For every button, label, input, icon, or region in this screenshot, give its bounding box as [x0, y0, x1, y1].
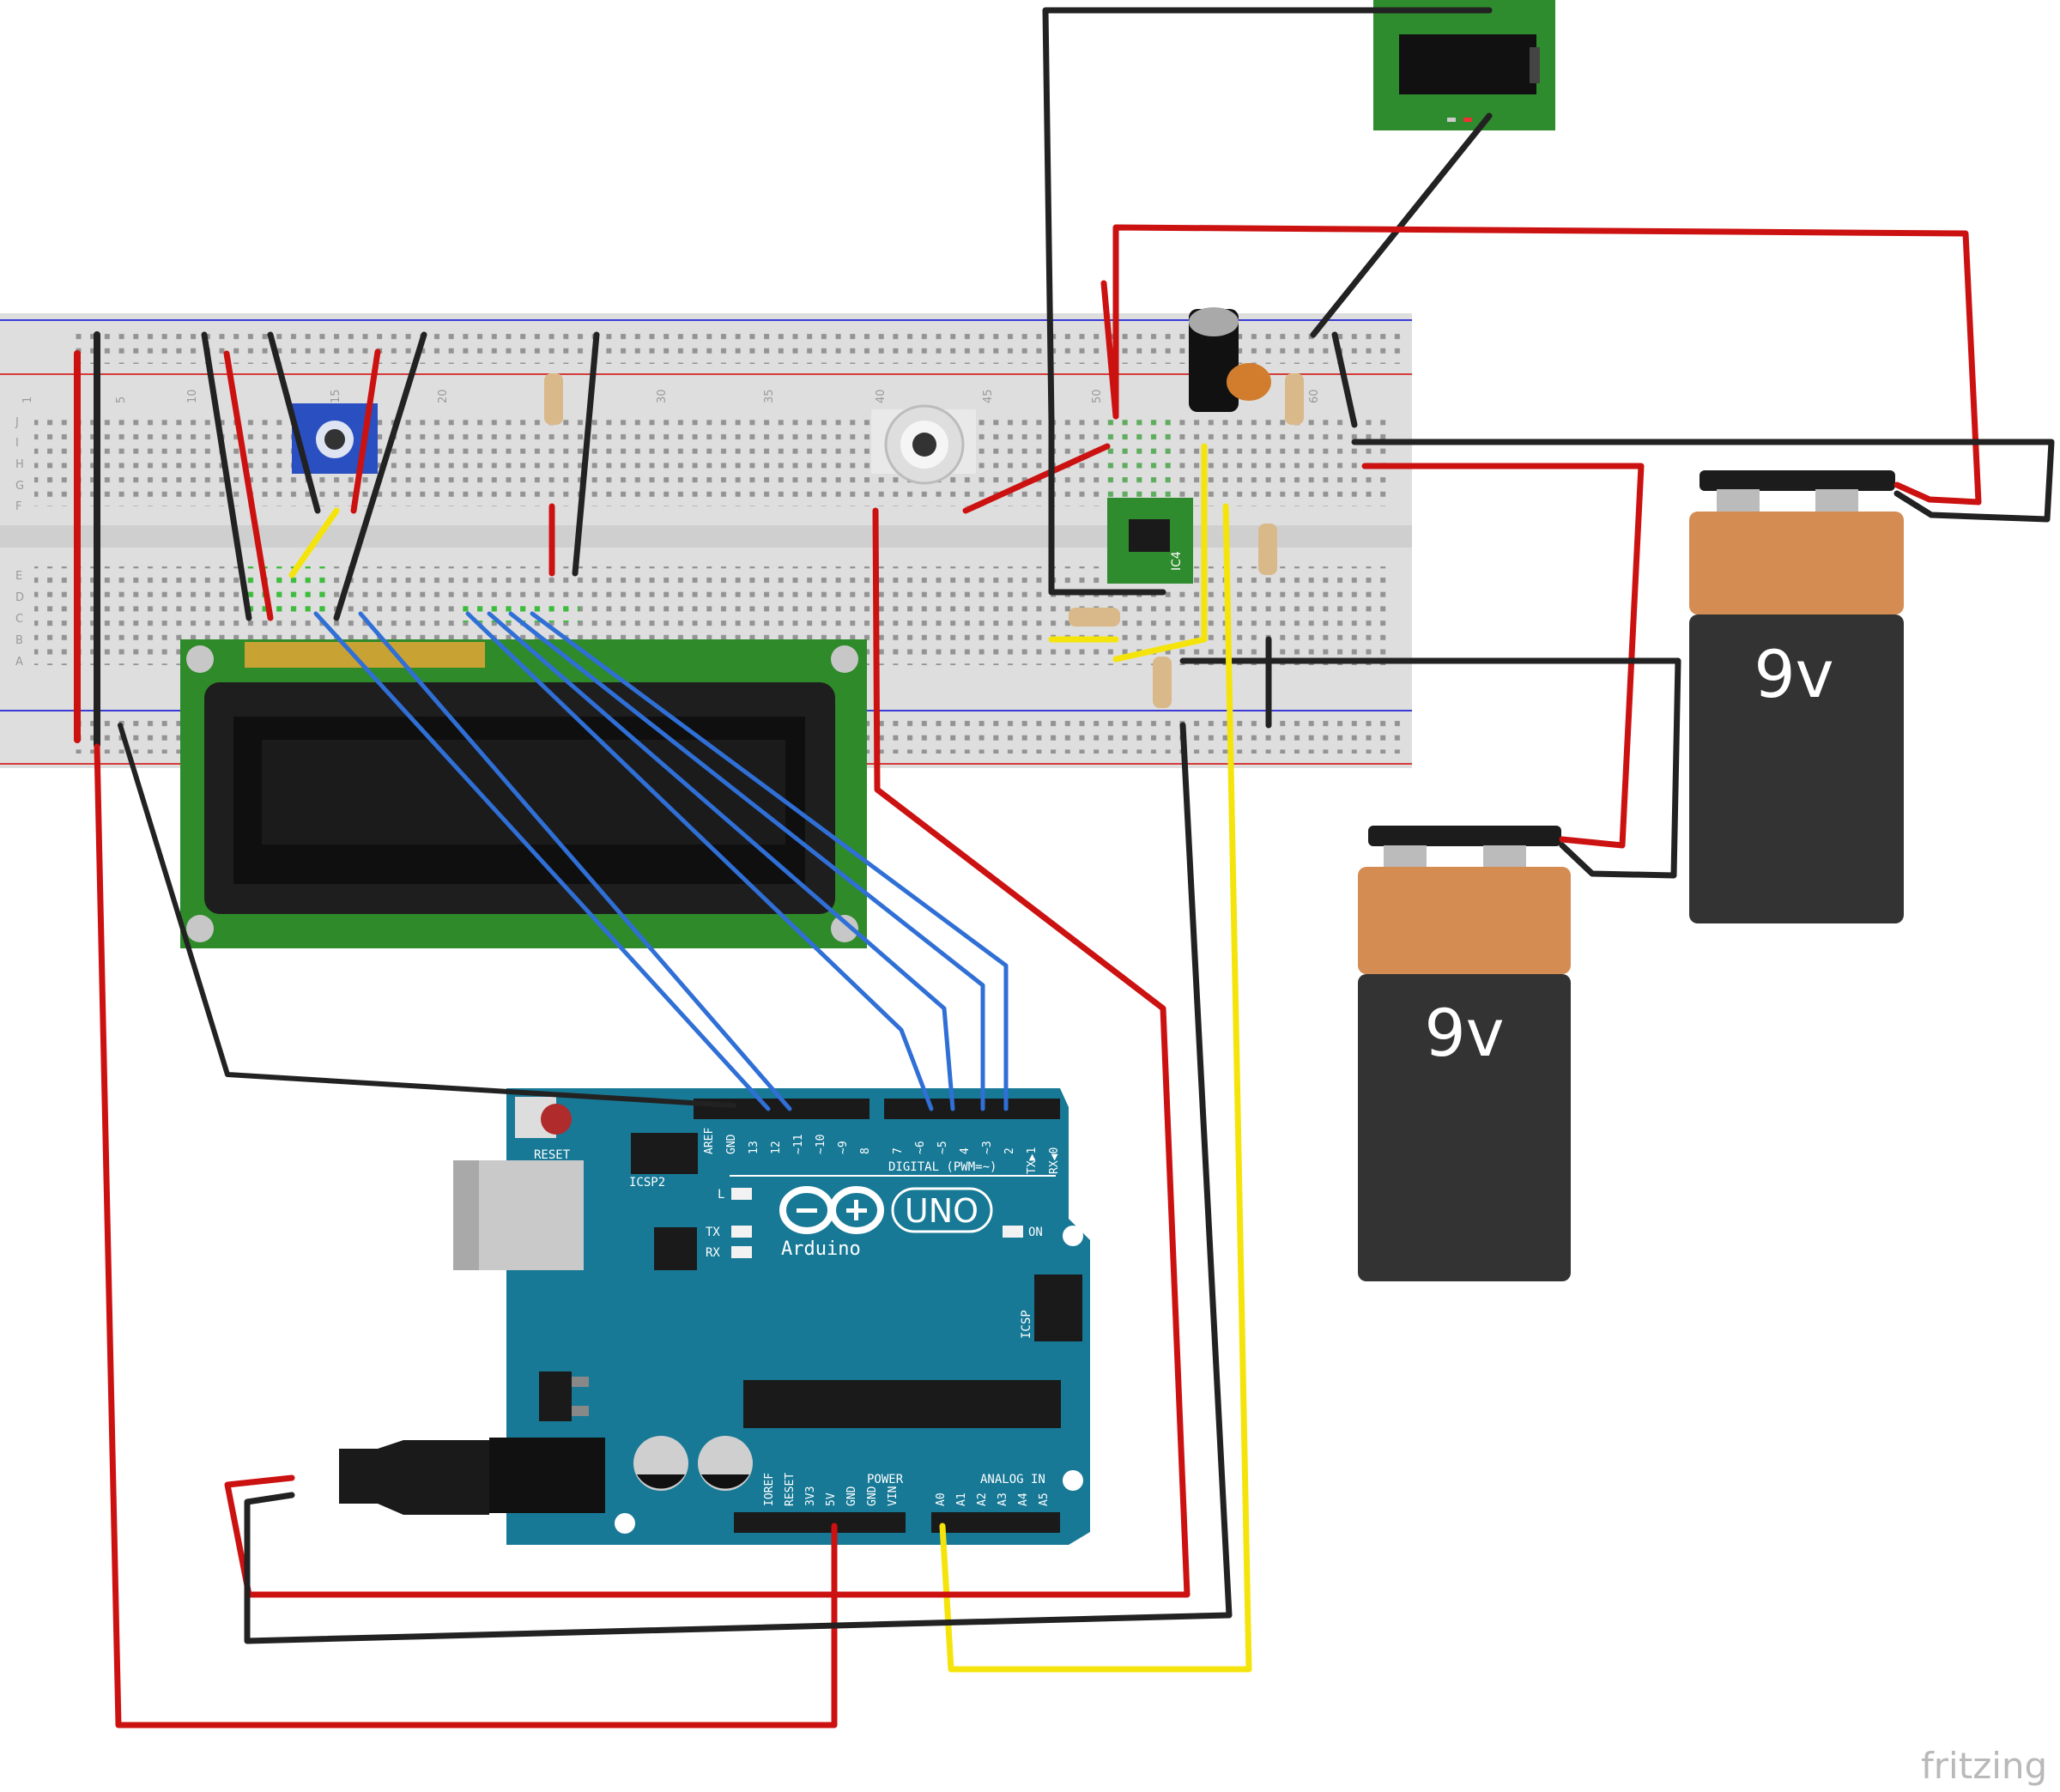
- pin-label: GND: [866, 1486, 879, 1506]
- battery-label: 9v: [1424, 995, 1504, 1071]
- rotary-knob: [871, 404, 976, 485]
- pin-label: 3V3: [804, 1486, 817, 1506]
- pin-label: ~11: [792, 1135, 805, 1154]
- digital-pin-labels: AREF GND 13 12 ~11 ~10 ~9 8 7 ~6 ~5 4 ~3…: [703, 1128, 1061, 1174]
- row-letter: H: [15, 458, 24, 471]
- pin-label: A2: [976, 1492, 989, 1506]
- power-label: POWER: [867, 1473, 904, 1486]
- pin-label: ~9: [837, 1141, 850, 1154]
- arduino-logo: UNO Arduino: [779, 1186, 993, 1260]
- col-number: 40: [875, 389, 888, 403]
- col-number: 30: [656, 389, 669, 403]
- reset-label: RESET: [534, 1148, 571, 1162]
- led-on-label: ON: [1028, 1226, 1043, 1239]
- pin-label: 5V: [825, 1492, 838, 1506]
- analog-label: ANALOG IN: [980, 1473, 1045, 1486]
- ceramic-capacitor: [1227, 363, 1271, 401]
- arduino-uno: RESET ICSP2 AREF GND 13 12 ~11 ~10 ~9 8 …: [453, 1088, 1090, 1545]
- pin-label: VIN: [887, 1486, 900, 1506]
- pin-label: ~3: [981, 1141, 994, 1154]
- row-letter: G: [15, 480, 24, 493]
- battery-right: 9v: [1689, 470, 1904, 923]
- resistors: [544, 373, 1304, 708]
- pin-label: 12: [770, 1141, 783, 1154]
- arduino-brand-text: Arduino: [781, 1238, 861, 1260]
- electrolytic-capacitor: [1189, 307, 1239, 412]
- col-number: 20: [437, 389, 450, 403]
- pin-label: RX◀0: [1048, 1147, 1061, 1174]
- pin-label: GND: [725, 1134, 738, 1154]
- audio-jack: [1373, 0, 1555, 130]
- wires: [74, 7, 2055, 1728]
- fritzing-watermark: fritzing: [1921, 1745, 2047, 1787]
- breadboard-row-letters: J I H G F E D C B A: [15, 416, 24, 669]
- pin-label: 8: [859, 1147, 872, 1154]
- battery-left: 9v: [1358, 826, 1571, 1281]
- col-number: 50: [1091, 389, 1104, 403]
- pin-label: TX▶1: [1026, 1147, 1039, 1174]
- dc-power-plug: [339, 1440, 489, 1515]
- battery-label: 9v: [1754, 636, 1833, 712]
- pin-label: ~10: [815, 1135, 827, 1154]
- row-letter: B: [15, 634, 23, 647]
- col-number: 45: [982, 389, 995, 403]
- pin-label: 7: [892, 1147, 905, 1154]
- col-number: 1: [21, 397, 34, 403]
- digital-label: DIGITAL (PWM=~): [888, 1160, 997, 1174]
- pin-label: 4: [959, 1147, 972, 1154]
- icsp-label: ICSP: [1020, 1310, 1033, 1339]
- analog-pin-labels: A0 A1 A2 A3 A4 A5: [935, 1492, 1051, 1506]
- ic-label: IC4: [1170, 551, 1184, 571]
- pin-label: A0: [935, 1492, 948, 1506]
- uno-logo-text: UNO: [905, 1192, 978, 1230]
- led-l-label: L: [718, 1188, 724, 1202]
- row-letter: F: [15, 500, 21, 513]
- pin-label: ~5: [936, 1141, 949, 1154]
- pin-label: 2: [1003, 1147, 1016, 1154]
- pin-label: IOREF: [763, 1473, 776, 1506]
- col-number: 5: [115, 397, 128, 403]
- pin-label: A5: [1038, 1492, 1051, 1506]
- row-letter: I: [15, 437, 19, 450]
- row-letter: D: [15, 591, 24, 604]
- pin-label: RESET: [784, 1473, 797, 1506]
- pin-label: A4: [1017, 1492, 1030, 1506]
- pin-label: A1: [955, 1492, 968, 1506]
- pin-label: A3: [997, 1492, 1009, 1506]
- pin-label: GND: [845, 1486, 858, 1506]
- pin-label: ~6: [914, 1141, 927, 1154]
- amplifier-module: IC4: [1107, 498, 1193, 584]
- led-rx-label: RX: [706, 1246, 720, 1260]
- row-letter: A: [15, 656, 23, 669]
- col-number: 15: [330, 389, 342, 403]
- led-tx-label: TX: [706, 1226, 720, 1239]
- col-number: 10: [186, 389, 199, 403]
- row-letter: E: [15, 570, 22, 583]
- power-pin-labels: IOREF RESET 3V3 5V GND GND VIN: [763, 1473, 900, 1506]
- row-letter: J: [15, 416, 19, 429]
- pin-label: 13: [748, 1141, 760, 1154]
- row-letter: C: [15, 613, 23, 626]
- col-number: 60: [1308, 389, 1321, 403]
- icsp2-label: ICSP2: [629, 1176, 665, 1190]
- pin-label: AREF: [703, 1128, 716, 1154]
- lcd-display: [180, 639, 867, 948]
- col-number: 35: [763, 389, 776, 403]
